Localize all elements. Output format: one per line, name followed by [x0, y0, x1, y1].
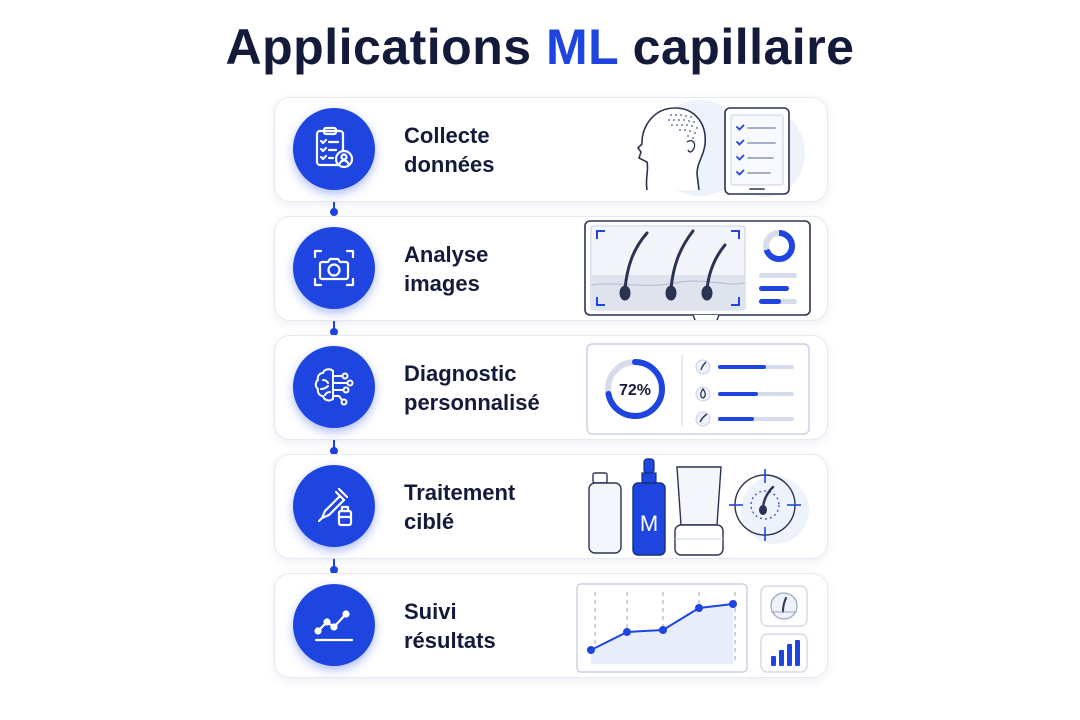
step-connector [330, 431, 338, 455]
scalp-dots [668, 114, 698, 139]
step-label: Suivi résultats [404, 597, 584, 655]
step-icon-circle [293, 584, 375, 666]
step-label: Collecte données [404, 121, 584, 179]
cream-tube [674, 466, 724, 556]
step-icon-circle [293, 465, 375, 547]
step-connector [330, 192, 338, 216]
page-title: Applications ML capillaire [0, 18, 1080, 76]
title-accent: ML [545, 19, 619, 75]
target-scope [729, 469, 801, 541]
step-connector [330, 312, 338, 336]
head-tablet-illustration [636, 100, 805, 197]
step-icon-circle [293, 108, 375, 190]
products-illustration: M [588, 458, 809, 556]
step-label-line2: images [404, 271, 480, 296]
step-label: Analyse images [404, 240, 584, 298]
title-prefix: Applications [225, 19, 532, 75]
step-card-collecte: Collecte données [274, 97, 828, 202]
progress-chart-illustration [576, 583, 808, 673]
hair-follicles [619, 229, 727, 301]
trend-line-icon [314, 610, 354, 642]
hair-scan-monitor-illustration [584, 220, 811, 320]
step-label-line2: personnalisé [404, 390, 540, 415]
title-suffix: capillaire [632, 19, 855, 75]
step-card-analyse: Analyse images [274, 216, 828, 321]
step-connector [330, 550, 338, 574]
ear-outline [686, 140, 696, 153]
step-label-line2: ciblé [404, 509, 455, 534]
dropper-bottle-icon [317, 487, 353, 527]
metric-rows [695, 359, 794, 427]
step-label-line1: Suivi [404, 599, 457, 624]
head-profile-outline [636, 107, 706, 191]
scan-corner-marks [596, 230, 740, 306]
diagnostic-score: 72% [619, 382, 651, 399]
camera-icon [313, 249, 355, 287]
step-icon-circle [293, 346, 375, 428]
serum-bottle: M [632, 458, 666, 556]
bottle-letter: M [640, 511, 658, 536]
step-card-diagnostic: Diagnostic personnalisé 72% [274, 335, 828, 440]
step-icon-circle [293, 227, 375, 309]
step-label-line1: Analyse [404, 242, 489, 267]
diagnostic-panel-illustration: 72% [586, 343, 810, 435]
brain-circuit-icon [314, 368, 354, 406]
step-label-line2: données [404, 152, 495, 177]
step-label-line2: résultats [404, 628, 496, 653]
step-label: Traitement ciblé [404, 478, 584, 536]
step-card-suivi: Suivi résultats [274, 573, 828, 678]
tablet-checklist [736, 124, 776, 176]
step-label-line1: Diagnostic [404, 361, 517, 386]
step-label-line1: Traitement [404, 480, 516, 505]
step-label: Diagnostic personnalisé [404, 359, 584, 417]
step-label-line1: Collecte [404, 123, 490, 148]
clipboard-user-icon [315, 126, 354, 169]
step-card-traitement: Traitement ciblé M [274, 454, 828, 559]
white-bottle [588, 472, 622, 554]
score-ring-arc [605, 359, 665, 419]
